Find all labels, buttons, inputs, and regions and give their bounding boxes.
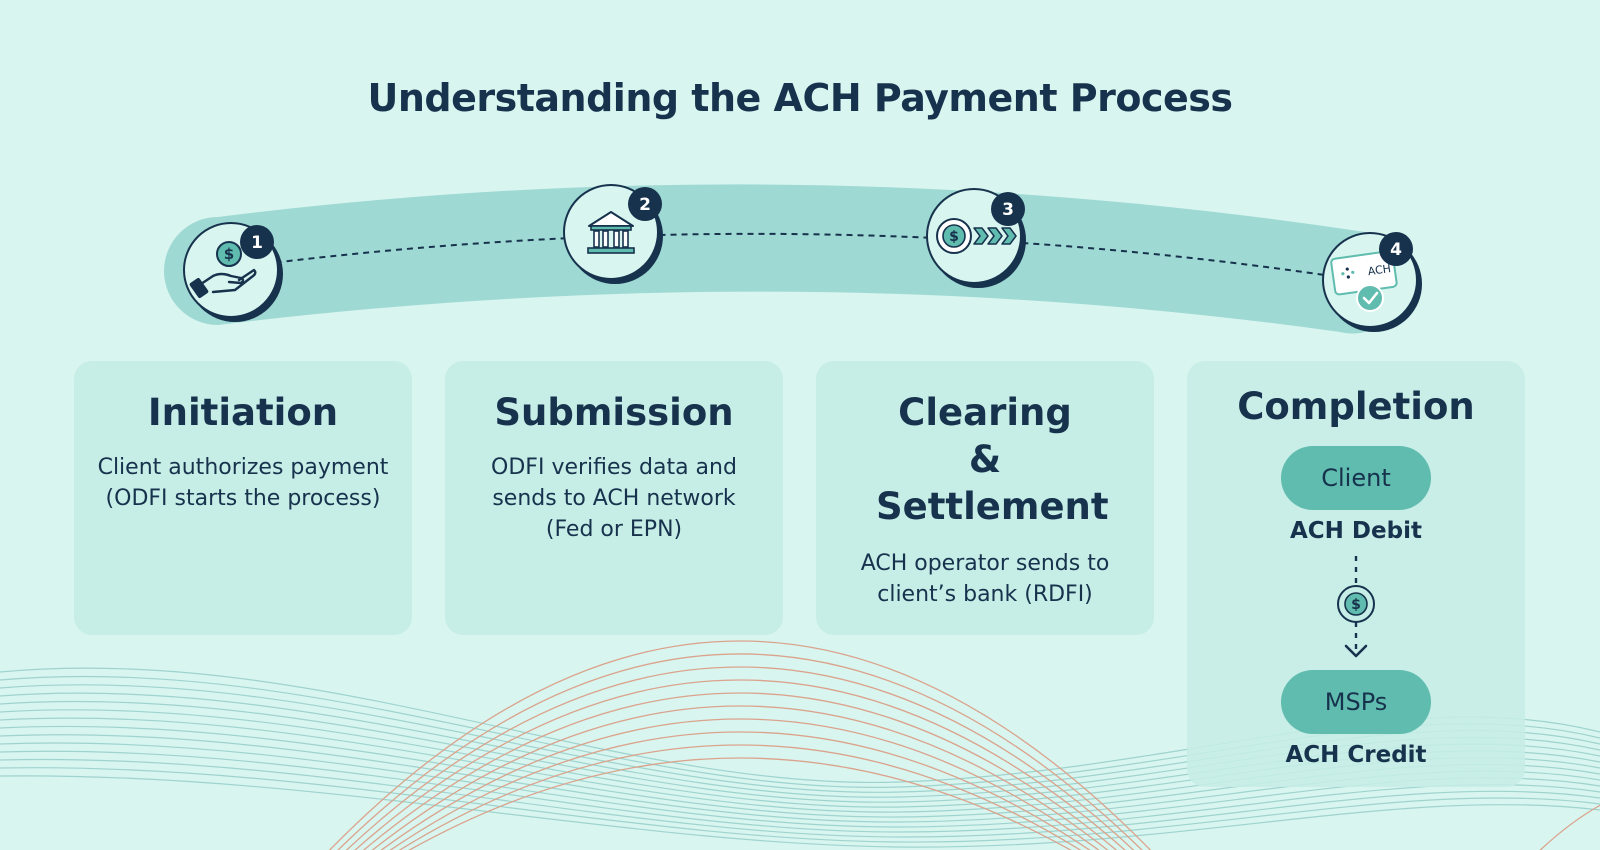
process-band xyxy=(164,184,1405,334)
step-4-badge: 4 xyxy=(1390,240,1402,260)
arc-line xyxy=(345,666,1135,850)
arc-line xyxy=(328,640,1152,850)
svg-text:$: $ xyxy=(1351,597,1361,613)
transfer-flow: $ xyxy=(1209,548,1503,672)
step-title: Submission xyxy=(494,391,734,434)
wave-line xyxy=(0,758,1600,838)
bank-icon xyxy=(587,211,635,254)
step-title: Completion xyxy=(1237,385,1475,428)
ach-card-check-icon: ACH xyxy=(1330,250,1398,312)
step-description: Client authorizes payment (ODFI starts t… xyxy=(97,455,389,511)
ach-card-label: ACH xyxy=(1367,262,1392,278)
wave-line xyxy=(0,767,1600,843)
client-pill: Client xyxy=(1281,446,1431,510)
step-2-badge: 2 xyxy=(639,195,651,215)
step-3-badge: 3 xyxy=(1002,200,1014,220)
step-3-node: $ 3 xyxy=(926,188,1026,288)
dollar-coin-icon: $ xyxy=(1337,585,1375,623)
step-1-node: $ 1 xyxy=(183,222,283,322)
arc-line xyxy=(398,744,1082,850)
step-description: ACH operator sends to client’s bank (RDF… xyxy=(860,551,1110,607)
wave-line xyxy=(0,775,1600,848)
step-1-badge: 1 xyxy=(251,233,263,253)
step-card-completion: Completion Client ACH Debit $ MSPs ACH C… xyxy=(1187,361,1525,787)
arc-line xyxy=(389,731,1091,850)
step-2-node: 2 xyxy=(563,184,663,284)
step-description: ODFI verifies data and sends to ACH netw… xyxy=(491,455,737,542)
ach-credit-label: ACH Credit xyxy=(1285,742,1427,768)
step-card-clearing-settlement: Clearing & Settlement ACH operator sends… xyxy=(816,361,1154,635)
arc-line xyxy=(1539,804,1600,850)
msps-pill: MSPs xyxy=(1281,670,1431,734)
ach-debit-label: ACH Debit xyxy=(1290,518,1422,544)
process-timeline: $ 1 2 $ xyxy=(164,184,1422,334)
step-card-submission: Submission ODFI verifies data and sends … xyxy=(445,361,783,635)
arrow-down-icon xyxy=(1344,644,1368,658)
dashed-connector xyxy=(231,232,1346,279)
wave-line xyxy=(0,750,1600,833)
hand-dollar-icon: $ xyxy=(189,241,257,299)
coin-transfer-icon: $ xyxy=(936,218,1017,254)
arc-line xyxy=(362,692,1118,850)
step-4-node: ACH 4 xyxy=(1322,232,1422,332)
arc-line xyxy=(408,757,1072,850)
step-title: Initiation xyxy=(147,391,339,434)
step-title: Clearing & Settlement xyxy=(876,391,1109,528)
arc-line xyxy=(380,718,1100,850)
arc-line xyxy=(337,653,1143,850)
svg-text:$: $ xyxy=(949,229,959,245)
arc-line xyxy=(371,705,1109,850)
page-title: Understanding the ACH Payment Process xyxy=(367,76,1233,120)
step-card-initiation: Initiation Client authorizes payment (OD… xyxy=(74,361,412,635)
svg-text:$: $ xyxy=(224,245,234,263)
arc-line xyxy=(354,679,1126,850)
